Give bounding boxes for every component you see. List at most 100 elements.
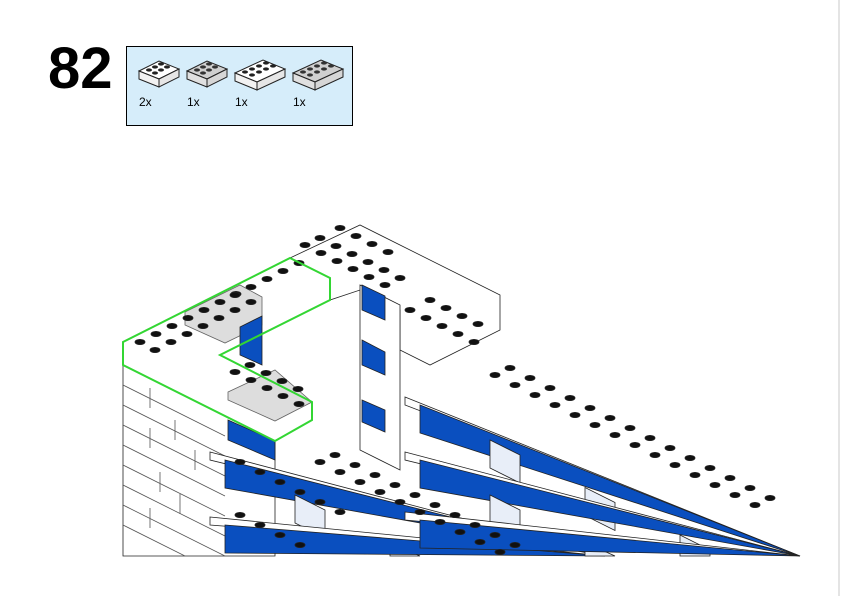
wall-brick-lines xyxy=(122,384,226,557)
stud xyxy=(584,404,596,411)
part-quantity: 1x xyxy=(293,95,306,109)
stud xyxy=(363,273,375,280)
stud xyxy=(704,464,716,471)
stud xyxy=(374,488,386,495)
stud xyxy=(314,458,326,465)
stud xyxy=(213,314,225,321)
stud xyxy=(382,248,394,255)
stud xyxy=(234,512,246,519)
stud xyxy=(389,481,401,488)
stud xyxy=(564,394,576,401)
stud xyxy=(379,281,391,288)
stud xyxy=(529,391,541,398)
stud xyxy=(744,484,756,491)
stud xyxy=(544,384,556,391)
part-white-brick-2x6 xyxy=(233,55,287,91)
stud xyxy=(197,322,209,329)
stud xyxy=(350,232,362,239)
stud xyxy=(329,451,341,458)
stud xyxy=(549,401,561,408)
stud xyxy=(509,381,521,388)
stud xyxy=(198,306,210,313)
stud xyxy=(334,508,346,515)
part-quantity: 1x xyxy=(187,95,200,109)
stud xyxy=(452,330,464,337)
stud xyxy=(292,385,304,392)
stud xyxy=(609,431,621,438)
stud xyxy=(334,224,346,231)
stud xyxy=(749,501,761,508)
stud xyxy=(234,458,246,465)
stud xyxy=(709,481,721,488)
stud xyxy=(182,314,194,321)
stud xyxy=(150,330,162,337)
stud xyxy=(349,461,361,468)
stud xyxy=(629,441,641,448)
stud xyxy=(276,377,288,384)
stud xyxy=(409,491,421,498)
stud xyxy=(414,508,426,515)
stud xyxy=(436,322,448,329)
stud xyxy=(331,257,343,264)
stud xyxy=(454,529,466,536)
blue-brick-row xyxy=(419,459,801,557)
stud xyxy=(494,549,506,556)
stud xyxy=(569,411,581,418)
stud xyxy=(424,296,436,303)
stud xyxy=(314,234,326,241)
stud xyxy=(315,249,327,256)
stud xyxy=(684,454,696,461)
stud xyxy=(229,368,241,375)
stud xyxy=(277,267,289,274)
stud xyxy=(277,392,289,399)
stud xyxy=(664,444,676,451)
stud xyxy=(229,306,241,313)
blue-window xyxy=(361,339,386,376)
highlight-outline xyxy=(122,256,331,443)
stud xyxy=(429,501,441,508)
stud xyxy=(274,532,286,539)
stud xyxy=(354,478,366,485)
stud xyxy=(394,274,406,281)
part-white-brick-2x4 xyxy=(137,55,181,89)
stud xyxy=(489,371,501,378)
stud xyxy=(362,258,374,265)
stud xyxy=(420,314,432,321)
stud xyxy=(589,421,601,428)
stud xyxy=(369,471,381,478)
stud xyxy=(378,266,390,273)
stud xyxy=(165,338,177,345)
stud xyxy=(366,240,378,247)
stud xyxy=(244,361,256,368)
stud xyxy=(669,461,681,468)
stud xyxy=(489,532,501,539)
stud xyxy=(524,374,536,381)
blue-brick-row xyxy=(419,404,801,557)
stud xyxy=(334,468,346,475)
stud xyxy=(644,434,656,441)
stud xyxy=(294,488,306,495)
stud xyxy=(314,498,326,505)
stud xyxy=(181,330,193,337)
stud xyxy=(346,250,358,257)
stud xyxy=(469,522,481,529)
part-trans-clear-brick-2x4 xyxy=(185,55,229,89)
page-edge xyxy=(838,0,840,596)
stud xyxy=(434,519,446,526)
blue-window xyxy=(361,399,386,433)
stud xyxy=(729,491,741,498)
step-number: 82 xyxy=(48,36,113,101)
part-quantity: 1x xyxy=(235,95,248,109)
stud xyxy=(134,338,146,345)
stud xyxy=(294,542,306,549)
stud xyxy=(214,298,226,305)
stud xyxy=(509,542,521,549)
stud xyxy=(293,400,305,407)
stud xyxy=(604,414,616,421)
stud xyxy=(394,498,406,505)
stud xyxy=(456,312,468,319)
stud xyxy=(149,346,161,353)
stud xyxy=(468,338,480,345)
part-trans-clear-brick-2x6 xyxy=(291,55,345,91)
